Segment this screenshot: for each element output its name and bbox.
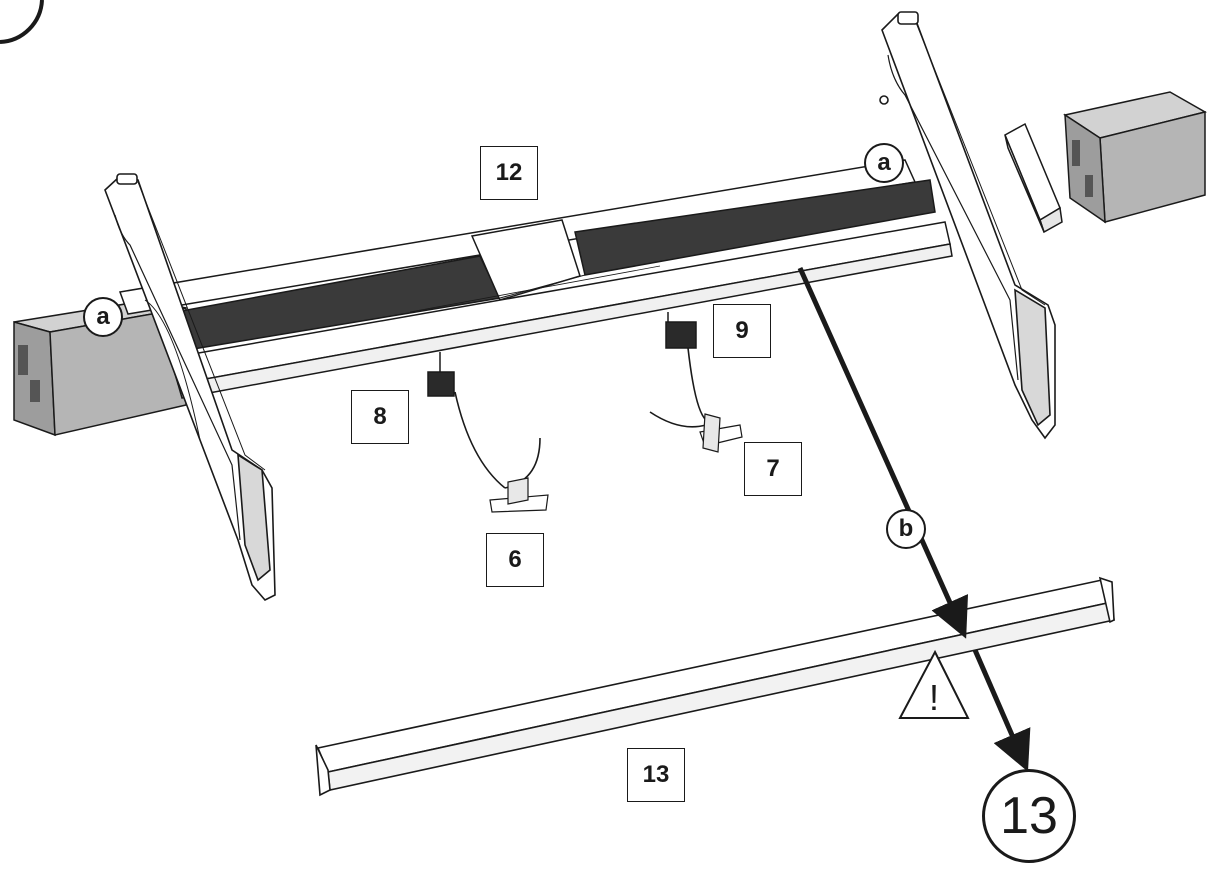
arrow-b (797, 266, 1031, 772)
c-channel-profile (315, 576, 1115, 797)
callout-a-right: a (864, 143, 904, 183)
control-unit-8 (427, 352, 541, 489)
left-leg (104, 173, 276, 601)
previous-step-circle (0, 0, 44, 44)
warning-symbol: ! (929, 677, 939, 718)
left-packaging-box (13, 299, 187, 437)
mounting-bracket-6 (489, 477, 549, 513)
part-label-6: 6 (486, 533, 544, 587)
warning-triangle-icon: ! (898, 649, 970, 719)
crossbar-frame (118, 159, 953, 399)
mounting-bracket-7 (699, 413, 743, 453)
spacer-block (1004, 122, 1063, 234)
part-label-12: 12 (480, 146, 538, 200)
part-label-9: 9 (713, 304, 771, 358)
part-label-7: 7 (744, 442, 802, 496)
callout-a-left: a (83, 297, 123, 337)
part-label-13: 13 (627, 748, 685, 802)
right-leg (879, 11, 1056, 440)
callout-b: b (886, 509, 926, 549)
part-label-8: 8 (351, 390, 409, 444)
right-packaging-box (1063, 91, 1207, 224)
control-unit-9 (649, 312, 707, 428)
next-step-circle: 13 (982, 769, 1076, 863)
